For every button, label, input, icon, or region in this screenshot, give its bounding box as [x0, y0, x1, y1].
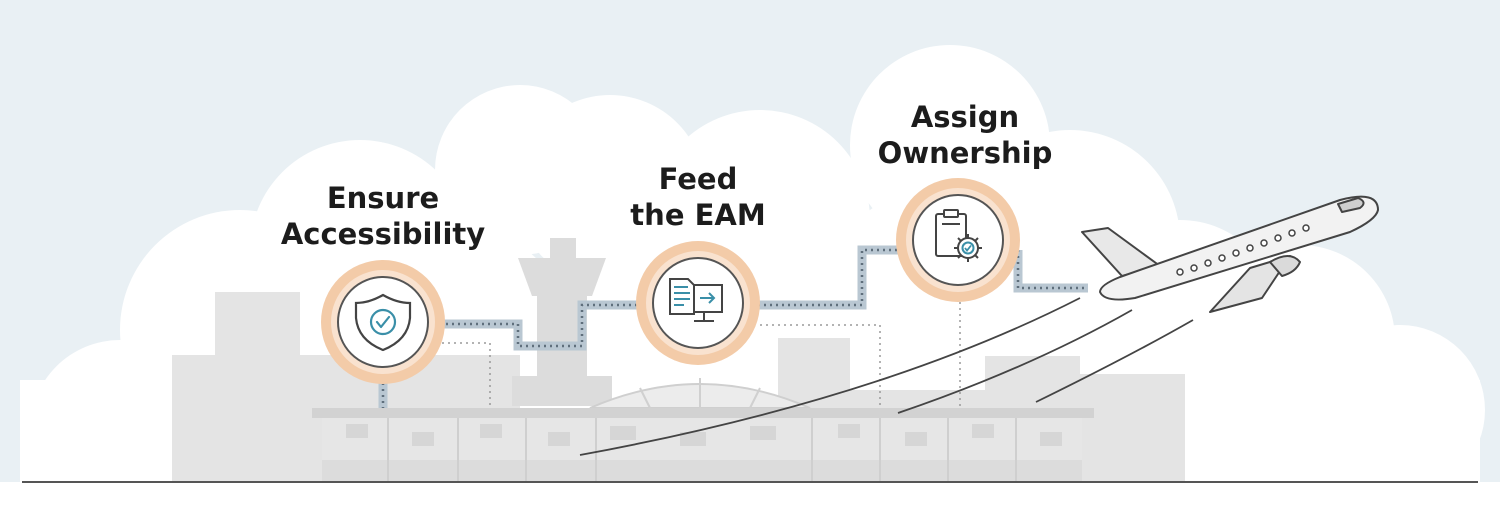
airplane-icon [1081, 195, 1379, 313]
terminal-building [312, 378, 1094, 482]
step-label-ownership: Assign Ownership [878, 99, 1053, 171]
document-monitor-icon [669, 278, 723, 322]
step-label-line: Ownership [877, 136, 1053, 170]
step-label-line: Feed [658, 162, 738, 196]
step-eam-badge [636, 241, 760, 365]
data-path [378, 245, 1088, 408]
step-label-accessibility: Ensure Accessibility [281, 180, 485, 252]
step-label-line: the EAM [630, 198, 766, 232]
clipboard-gear-icon [935, 209, 982, 262]
step-label-line: Ensure [326, 181, 440, 215]
flight-trails [579, 297, 1194, 456]
shield-check-icon [354, 293, 412, 352]
step-label-line: Accessibility [280, 217, 486, 251]
step-label-eam: Feed the EAM [630, 161, 765, 233]
white-base [0, 482, 1500, 526]
step-ownership-badge [896, 178, 1020, 302]
step-label-line: Assign [910, 100, 1020, 134]
step-accessibility-badge [321, 260, 445, 384]
